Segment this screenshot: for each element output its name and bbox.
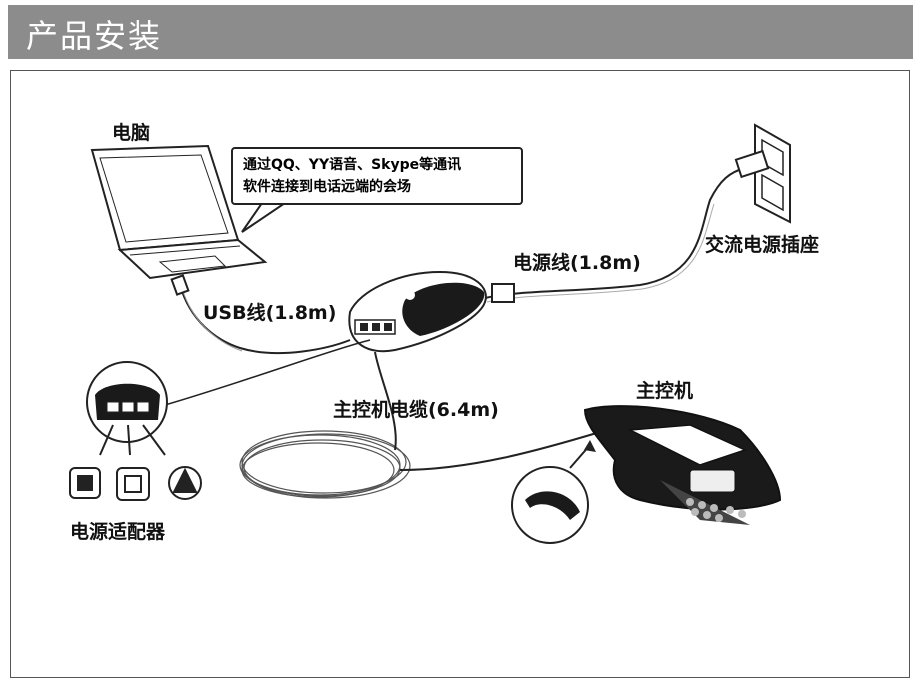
label-power-cable: 电源线(1.8m) <box>513 252 641 274</box>
label-outlet: 交流电源插座 <box>705 234 820 256</box>
connection-hub <box>348 270 487 353</box>
laptop-illustration <box>90 144 268 280</box>
main-cable-coil <box>239 351 601 499</box>
cable-connector-detail <box>511 440 596 544</box>
label-usb-cable: USB线(1.8m) <box>203 302 337 324</box>
adapter-detail <box>86 361 168 456</box>
adapter-line <box>164 339 371 406</box>
adapter-port-icons <box>69 466 202 501</box>
label-adapter: 电源适配器 <box>70 521 166 543</box>
wall-outlet <box>734 123 791 224</box>
callout-line-2: 软件连接到电话远端的会场 <box>243 179 411 195</box>
callout-box: 通过QQ、YY语音、Skype等通讯 软件连接到电话远端的会场 <box>231 147 523 205</box>
callout-pointer <box>241 202 289 233</box>
label-main-cable: 主控机电缆(6.4m) <box>333 399 499 421</box>
label-computer: 电脑 <box>112 122 151 144</box>
section-title: 产品安装 <box>26 17 163 55</box>
label-main-unit: 主控机 <box>636 380 694 402</box>
callout-line-1: 通过QQ、YY语音、Skype等通讯 <box>243 157 462 173</box>
section-header: 产品安装 <box>8 5 913 59</box>
conference-phone <box>583 405 782 525</box>
power-cable <box>484 167 746 299</box>
